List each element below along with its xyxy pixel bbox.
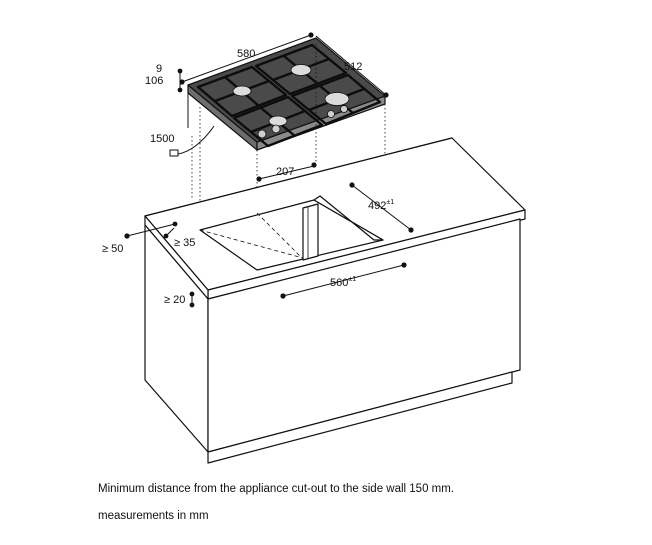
label-hob-thickness: 9: [156, 63, 162, 75]
burner-icon: [268, 115, 288, 127]
label-cutout-offset: 207: [276, 166, 294, 178]
label-hob-height: 106: [145, 75, 163, 87]
cutout-bracket: [302, 203, 319, 261]
knob-icon: [271, 124, 281, 134]
knob-icon: [257, 129, 267, 139]
knob-icon: [327, 110, 335, 118]
burner-icon: [232, 85, 252, 97]
hob-dimension-lines: [177, 34, 387, 155]
plug-icon: [169, 149, 179, 157]
label-hob-width: 580: [237, 48, 255, 60]
cutout-inner-wall: [313, 195, 384, 241]
cutout: [199, 195, 384, 271]
label-cable-length: 1500: [150, 133, 174, 145]
counter-dimension-dots: [124, 162, 414, 308]
burner-icon: [290, 64, 312, 76]
label-cutout-width: 560±1: [330, 276, 356, 289]
power-cable: [177, 125, 215, 155]
projection-lines: [191, 44, 386, 268]
counter-dimension-lines: [126, 165, 412, 305]
cabinet-front: [207, 218, 521, 453]
label-back-clearance: ≥ 50: [102, 243, 123, 255]
knob-icon: [340, 105, 348, 113]
hob-burners: [232, 64, 350, 127]
cutout-dashed-lines: [199, 212, 304, 259]
label-cutout-depth: 492±1: [368, 199, 394, 212]
hob-knobs: [257, 105, 348, 139]
burner-icon: [324, 92, 350, 106]
label-edge-clearance: ≥ 35: [174, 237, 195, 249]
label-front-clearance: ≥ 20: [164, 294, 185, 306]
hob: [187, 37, 386, 151]
label-hob-depth: 512: [344, 61, 362, 73]
hob-dimension-dots: [177, 32, 389, 98]
counter: [144, 137, 526, 464]
cabinet-plinth: [207, 371, 513, 464]
installation-diagram: 580 512 9 106 1500 207 492±1 560±1 ≥ 50 …: [102, 32, 526, 464]
note-units: measurements in mm: [98, 510, 209, 522]
note-min-distance: Minimum distance from the appliance cut-…: [98, 483, 455, 495]
